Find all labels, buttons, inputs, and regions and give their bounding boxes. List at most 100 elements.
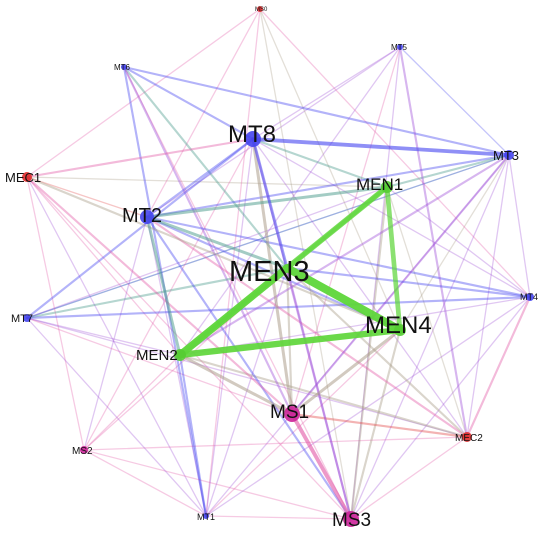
edge-ms2-ms3 xyxy=(83,449,352,520)
edge-mec1-men4 xyxy=(25,175,402,332)
edge-mt7-men3 xyxy=(25,266,289,320)
edge-mt7-mt8 xyxy=(25,137,255,320)
edge-mt4-ms3 xyxy=(350,296,531,520)
node-ms1[interactable] xyxy=(284,406,300,422)
edge-mec2-ms1 xyxy=(290,412,469,439)
node-men4[interactable] xyxy=(394,324,406,336)
edge-mt5-mt8 xyxy=(252,46,401,140)
edge-ms0-men4 xyxy=(259,8,401,331)
edge-mec1-mt1 xyxy=(26,176,207,517)
node-mt1[interactable] xyxy=(203,513,209,519)
edge-mt6-mt8 xyxy=(122,65,255,141)
edge-mt5-mec2 xyxy=(398,45,469,439)
node-men2[interactable] xyxy=(174,349,186,361)
node-mt6[interactable] xyxy=(121,64,127,70)
edge-mec1-mt2 xyxy=(26,176,148,218)
edge-mec2-ms3 xyxy=(350,436,468,520)
node-ms0[interactable] xyxy=(257,6,263,12)
edge-mt3-mec2 xyxy=(466,154,510,438)
edge-mt3-ms1 xyxy=(290,153,511,416)
edge-ms2-men2 xyxy=(83,354,181,451)
node-label-men1: MEN1 xyxy=(356,175,403,194)
node-label-mt2: MT2 xyxy=(122,205,162,227)
node-label-ms2: MS2 xyxy=(72,446,93,457)
edge-ms0-mt1 xyxy=(205,8,261,517)
edge-men1-men4 xyxy=(384,184,403,333)
edge-mt6-mt3 xyxy=(122,65,511,157)
node-label-ms1: MS1 xyxy=(270,402,309,423)
edge-mec2-mt7 xyxy=(26,317,468,438)
edge-mt2-men2 xyxy=(145,215,182,357)
edge-men2-men4 xyxy=(176,326,404,359)
node-label-mt4: MT4 xyxy=(520,292,538,302)
node-layer xyxy=(22,6,534,527)
edge-mt3-men1 xyxy=(385,153,511,189)
edge-mec2-men3 xyxy=(285,266,469,439)
node-label-mt1: MT1 xyxy=(197,512,215,522)
node-label-ms0: MS0 xyxy=(255,7,268,13)
node-mt3[interactable] xyxy=(504,150,514,160)
edge-mt2-mt4 xyxy=(145,215,532,299)
node-label-mec1: MEC1 xyxy=(5,170,41,185)
edge-mt2-mt3 xyxy=(145,153,511,219)
node-mt2[interactable] xyxy=(140,210,154,224)
node-mt7[interactable] xyxy=(23,314,31,322)
edge-mec2-men1 xyxy=(386,186,468,438)
node-label-mec2: MEC2 xyxy=(455,433,483,444)
edge-mt2-men1 xyxy=(145,185,389,219)
node-label-ms3: MS3 xyxy=(332,510,371,531)
edge-mt7-mt4 xyxy=(25,295,532,320)
edge-mec1-men1 xyxy=(26,176,388,188)
edge-mt7-men1 xyxy=(26,186,388,319)
edge-men2-mec2 xyxy=(178,353,469,439)
edge-mt3-ms3 xyxy=(350,154,510,520)
edge-mt5-ms3 xyxy=(350,46,401,520)
node-mt8[interactable] xyxy=(245,131,261,147)
edge-men4-ms1 xyxy=(290,328,402,416)
edge-mt5-ms1 xyxy=(291,46,401,415)
edge-layer xyxy=(25,8,532,521)
edge-men2-ms1 xyxy=(178,353,294,416)
edge-mt4-mt1 xyxy=(205,296,531,517)
node-label-mt3: MT3 xyxy=(493,148,519,163)
node-men1[interactable] xyxy=(381,181,393,193)
edge-mt1-mt7 xyxy=(26,317,207,517)
node-label-men3: MEN3 xyxy=(229,256,310,288)
edge-mt2-mt8 xyxy=(145,137,255,219)
edge-ms3-mt6 xyxy=(123,66,352,520)
edge-ms0-mt4 xyxy=(259,8,531,298)
edge-ms2-mt1 xyxy=(83,449,207,517)
edge-mec1-mt8 xyxy=(25,137,255,179)
node-mec1[interactable] xyxy=(22,172,32,182)
edge-mt8-men1 xyxy=(251,137,389,189)
edge-mt1-men3 xyxy=(205,267,288,517)
node-mt4[interactable] xyxy=(526,293,534,301)
edge-mt1-ms3 xyxy=(205,515,352,520)
edge-mt6-men3 xyxy=(122,65,289,270)
edge-mt2-men3 xyxy=(145,215,289,270)
edge-mec1-ms1 xyxy=(25,175,294,416)
node-mt5[interactable] xyxy=(397,44,403,50)
edge-ms1-mt7 xyxy=(26,317,293,415)
edge-mt8-mt3 xyxy=(251,137,511,157)
node-label-mt8: MT8 xyxy=(228,121,276,148)
node-ms2[interactable] xyxy=(80,446,88,454)
edge-mt2-ms2 xyxy=(83,216,148,451)
node-mec2[interactable] xyxy=(462,432,472,442)
edge-mt2-ms3 xyxy=(145,215,353,521)
edge-mt1-mt8 xyxy=(205,138,254,517)
node-label-mt7: MT7 xyxy=(11,313,33,325)
edge-ms2-mt8 xyxy=(83,138,254,451)
edge-mt3-men2 xyxy=(178,153,511,357)
edge-men4-ms3 xyxy=(349,328,402,521)
edge-mt4-men3 xyxy=(285,266,532,299)
edge-mt2-mt1 xyxy=(146,216,207,517)
node-label-men2: MEN2 xyxy=(136,347,178,364)
edge-mt3-men4 xyxy=(399,154,510,331)
node-ms3[interactable] xyxy=(343,511,359,527)
edge-ms1-ms3 xyxy=(290,412,353,521)
node-label-men4: MEN4 xyxy=(365,312,432,339)
label-layer: MT8MEN3MEN4MEN1MT2MEN2MS1MS3MT3MEC1MT7MT… xyxy=(5,7,538,531)
edge-mt4-men1 xyxy=(386,186,531,298)
